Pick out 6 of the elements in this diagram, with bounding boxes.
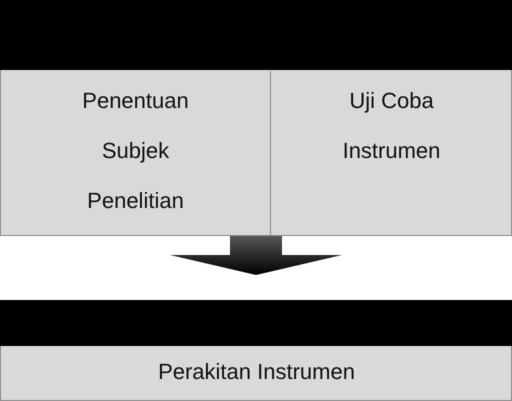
step-label: Perakitan Instrumen <box>157 358 356 386</box>
panel-box <box>0 300 512 401</box>
panel-box <box>0 0 512 236</box>
step-label: Penentuan Subjek Penelitian <box>81 87 190 215</box>
block-arrow <box>170 236 342 275</box>
step-label: Uji Coba Instrumen <box>342 87 442 165</box>
